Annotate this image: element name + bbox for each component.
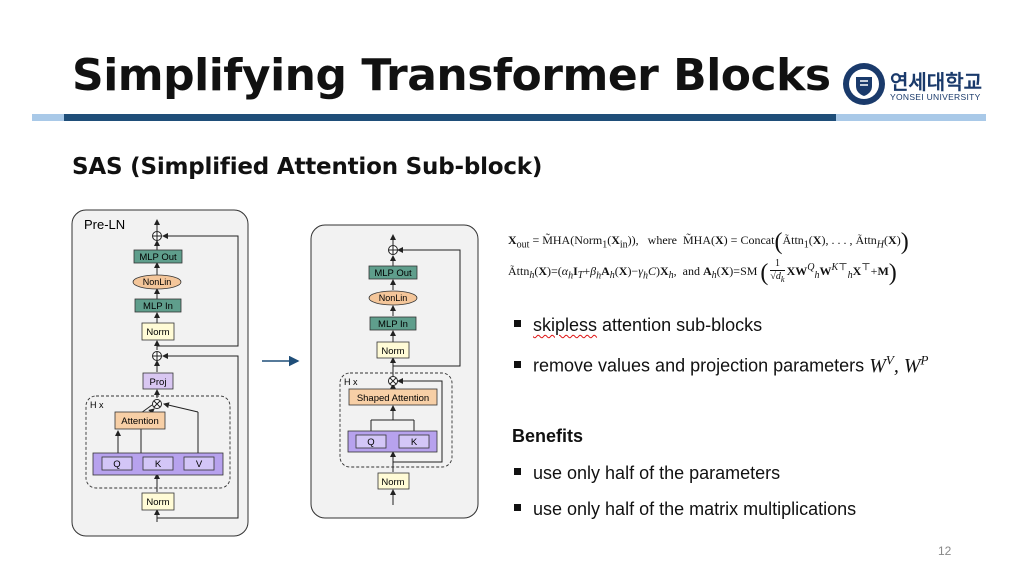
sas-nonlin-label: NonLin [379,293,408,303]
mlp-in-block [134,298,182,313]
q-label: Q [113,459,120,470]
pre-ln-diagram: Pre-LN MLP Out NonLin ML [71,209,249,537]
wv-superscript: V [885,352,894,367]
bullet-square-icon [514,320,521,327]
mlp-out-block [133,249,183,264]
sas-norm-top-block [376,341,410,359]
section-subtitle: SAS (Simplified Attention Sub-block) [72,154,543,180]
sas-q-label: Q [367,437,374,448]
proj-label: Proj [150,377,167,388]
k-block [142,456,174,471]
sas-mlp-in-block [369,316,417,331]
slide-title: Simplifying Transformer Blocks [72,50,831,101]
sas-norm-bottom-label: Norm [381,477,404,488]
skipless-rest: attention sub-blocks [597,315,763,335]
mlp-in-label: MLP In [143,301,173,312]
bullet-remove-params: remove values and projection parameters … [514,352,928,378]
shaped-attention-block [348,388,438,406]
v-label: V [196,459,203,470]
shaped-attention-label: Shaped Attention [357,393,429,404]
sas-norm-top-label: Norm [381,346,404,357]
sas-diagram: MLP Out NonLin MLP In Norm H x Shaped At… [310,224,479,519]
skipless-word: skipless [533,315,598,335]
nonlin-label: NonLin [143,277,172,287]
sas-q-block [355,434,387,449]
benefit-1-text: use only half of the parameters [533,463,781,483]
wv-symbol: W [869,354,886,377]
title-underline-dark [64,114,836,121]
q-block [101,456,133,471]
remove-params-text: remove values and projection parameters [533,355,870,376]
norm-bottom-label: Norm [146,497,169,508]
sas-mlp-in-label: MLP In [378,319,408,330]
sas-mlp-out-block [368,265,418,280]
bullet-benefit-2: use only half of the matrix multiplicati… [514,499,856,520]
eq1-where: where [647,233,677,247]
bullet-square-icon [514,504,521,511]
bullet-square-icon [514,360,521,368]
k-label: K [155,459,162,470]
norm-top-block [141,322,175,341]
bullet-skipless: skipless attention sub-blocks [514,315,762,336]
bullet-benefit-1: use only half of the parameters [514,463,780,484]
eq1-concat: Concat [740,233,775,247]
attention-block [114,411,166,430]
sas-norm-bottom-block [377,472,410,490]
wp-symbol: W [903,354,921,377]
nonlin-block [132,274,182,290]
sas-nonlin-block [368,290,418,306]
logo-english-text: YONSEI UNIVERSITY [890,92,981,102]
norm-top-label: Norm [146,327,169,338]
proj-block [142,372,174,390]
mlp-out-label: MLP Out [139,252,177,263]
eq1-lhs: X [508,233,517,247]
attention-label: Attention [121,416,159,427]
page-number: 12 [938,544,952,558]
qkv-group [92,452,224,476]
sas-head-count-label: H x [344,377,358,387]
norm-bottom-block [141,492,175,511]
sas-mlp-out-label: MLP Out [374,268,412,279]
logo-korean-text: 연세대학교 [890,70,982,94]
eq1-lhs-sub: out [516,239,530,251]
university-emblem-icon [843,63,885,105]
head-count-label: H x [90,400,104,410]
multihead-region [85,395,231,489]
sas-k-block [398,434,430,449]
sas-multihead-region [339,372,453,468]
benefits-heading: Benefits [512,426,584,446]
sas-qk-group [347,430,438,453]
sas-k-label: K [411,437,418,448]
pre-ln-label: Pre-LN [84,217,125,232]
eq2-sm: SM [740,263,758,278]
equation-attn: Ãttnh(X)=(αhIT+βhAh(X)−γhC)Xh, and Ah(X)… [508,258,897,286]
v-block [183,456,215,471]
eq2-and: and [682,263,700,278]
wp-superscript: P [920,352,929,367]
equation-mha: Xout = M̃HA(Norm1(Xin)), where M̃HA(X) =… [508,229,909,255]
bullet-square-icon [514,468,521,475]
yonsei-logo: 연세대학교 YONSEI UNIVERSITY [842,62,992,108]
benefit-2-text: use only half of the matrix multiplicati… [533,499,857,519]
